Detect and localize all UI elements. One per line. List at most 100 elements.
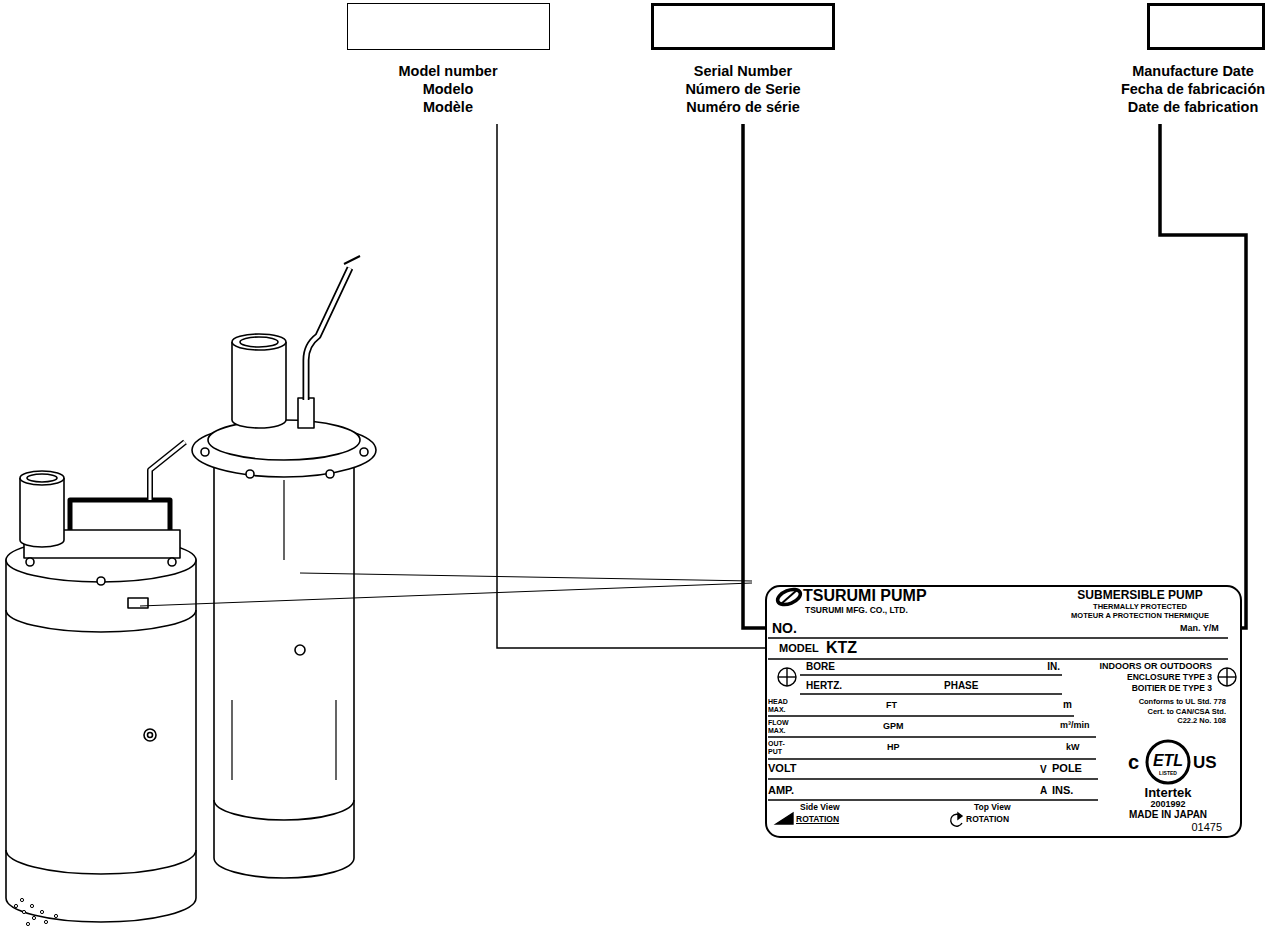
nameplate-field: 2001992 xyxy=(1150,800,1185,809)
pump-illustration-part-part xyxy=(40,910,43,913)
pump-illustration-part xyxy=(208,420,360,460)
nameplate-field: c xyxy=(1128,752,1139,772)
pump-illustration-part-part xyxy=(26,922,29,925)
nameplate-field: SUBMERSIBLE PUMP xyxy=(1077,589,1202,601)
callout-label: Numéro de série xyxy=(651,98,836,116)
leader-line xyxy=(497,124,765,648)
callout-label-box: Model numberModeloModèle xyxy=(346,3,550,124)
nameplate-field: POLE xyxy=(1052,763,1082,774)
nameplate-rules xyxy=(768,638,1228,800)
nameplate-field: Conforms to UL Std. 778 xyxy=(1139,698,1226,706)
pump-illustration-part xyxy=(26,558,34,566)
nameplate-field: FT xyxy=(886,701,897,710)
nameplate-field: THERMALLY PROTECTED xyxy=(1093,603,1187,611)
nameplate-field: kW xyxy=(1066,743,1080,752)
pump-illustration-part xyxy=(360,448,368,456)
pump-illustration-part xyxy=(344,256,360,264)
sight-line xyxy=(140,573,752,606)
callout-box xyxy=(651,3,835,50)
nameplate: TSURUMI PUMP TSURUMI MFG. CO., LTD. SUBMER… xyxy=(765,585,1242,838)
pump-illustration-part xyxy=(150,442,185,500)
pump-illustration-part xyxy=(298,398,314,428)
sight-line-part xyxy=(140,583,752,606)
callout-label: Manufacture Date xyxy=(1120,62,1266,80)
nameplate-field: AMP. xyxy=(768,785,794,796)
ground-symbol-part xyxy=(786,668,787,686)
callout-label-box: Manufacture DateFecha de fabricaciónDate… xyxy=(1120,3,1266,124)
pump-illustration-part xyxy=(27,474,57,482)
callout-label: Serial Number xyxy=(651,62,836,80)
nameplate-field: US xyxy=(1193,754,1217,771)
ground-symbol-part xyxy=(1226,668,1227,686)
nameplate-field: KTZ xyxy=(826,640,857,656)
nameplate-field: Cert. to CAN/CSA Std. C22.2 No. 108 xyxy=(1126,708,1226,725)
pump-illustration-part xyxy=(97,577,105,585)
nameplate-field: Intertek xyxy=(1145,786,1192,799)
brand-logo-part xyxy=(775,586,802,607)
nameplate-field: MODEL xyxy=(779,643,819,654)
nameplate-field: MOTEUR A PROTECTION THERMIQUE xyxy=(1071,612,1209,620)
nameplate-field: HEAD MAX. xyxy=(768,698,792,714)
callout-box xyxy=(1147,3,1265,50)
pump-illustration-part xyxy=(168,558,176,566)
nameplate-field: Man. Y/M xyxy=(1180,624,1219,633)
pump-illustration-part-part xyxy=(20,898,23,901)
pump-illustration-part-part xyxy=(30,904,33,907)
pump-illustration-part xyxy=(150,442,185,500)
pump-illustration-part xyxy=(148,733,153,738)
pump-illustration-part-part xyxy=(22,910,25,913)
leader-line xyxy=(743,124,765,628)
callout-label: Fecha de fabricación xyxy=(1120,80,1266,98)
pump-illustration-part xyxy=(240,337,278,347)
pump-illustration-part xyxy=(232,480,336,780)
rotation-symbol-part xyxy=(958,813,962,819)
nameplate-field: Side View xyxy=(800,803,840,812)
rotation-symbol-part xyxy=(776,813,793,824)
pump-illustration-part-part xyxy=(14,904,17,907)
nameplate-field: V xyxy=(1040,765,1047,775)
pump-illustration-part xyxy=(214,800,354,820)
nameplate-field: FLOW MAX. xyxy=(768,719,792,735)
etl-mark-part xyxy=(1147,741,1189,783)
rotation-symbol xyxy=(776,813,962,826)
nameplate-field: Top View xyxy=(974,803,1011,812)
sight-line-part xyxy=(300,573,752,581)
leader-line xyxy=(1160,124,1246,628)
pump-illustration-part xyxy=(306,268,350,400)
nameplate-field: INS. xyxy=(1052,785,1073,796)
nameplate-rules-part xyxy=(768,778,1098,779)
pump-illustration-part xyxy=(201,448,209,456)
callout-text-group: Model numberModeloModèle xyxy=(346,62,550,116)
pump-illustration-part xyxy=(70,500,170,530)
nameplate-field: TSURUMI PUMP xyxy=(803,588,927,604)
pump-illustration-part xyxy=(6,610,196,632)
callout-label: Model number xyxy=(346,62,550,80)
pump-illustration-part xyxy=(306,268,350,400)
callout-text-group: Serial NumberNúmero de SerieNuméro de sé… xyxy=(651,62,836,116)
nameplate-field: GPM xyxy=(883,722,904,731)
nameplate-field: TSURUMI MFG. CO., LTD. xyxy=(805,606,908,615)
ground-symbol-part xyxy=(778,668,796,686)
pump-illustration-part-part xyxy=(44,920,47,923)
nameplate-field: 01475 xyxy=(1191,822,1222,833)
pump-illustration-part xyxy=(6,850,196,874)
etl-mark xyxy=(1147,741,1189,783)
brand-logo xyxy=(775,586,802,607)
nameplate-field: ROTATION xyxy=(966,815,1009,824)
pump-illustration-part-part xyxy=(32,916,35,919)
callout-label: Modèle xyxy=(346,98,550,116)
nameplate-field: HP xyxy=(887,743,900,752)
nameplate-field: INDOORS OR OUTDOORS xyxy=(1099,662,1212,671)
nameplate-rules-part xyxy=(768,799,1098,800)
callout-text-group: Manufacture DateFecha de fabricaciónDate… xyxy=(1120,62,1266,116)
nameplate-field: IN. xyxy=(1047,662,1060,672)
nameplate-field: BOITIER DE TYPE 3 xyxy=(1132,684,1212,693)
nameplate-field: PHASE xyxy=(944,681,978,691)
nameplate-rules-part xyxy=(800,674,1062,675)
pump-illustration-part xyxy=(20,478,64,547)
pump-illustration-part xyxy=(14,898,57,925)
nameplate-rules-part xyxy=(768,637,1228,638)
nameplate-field: ETL xyxy=(1153,753,1183,769)
pump-illustration-part xyxy=(246,470,254,478)
